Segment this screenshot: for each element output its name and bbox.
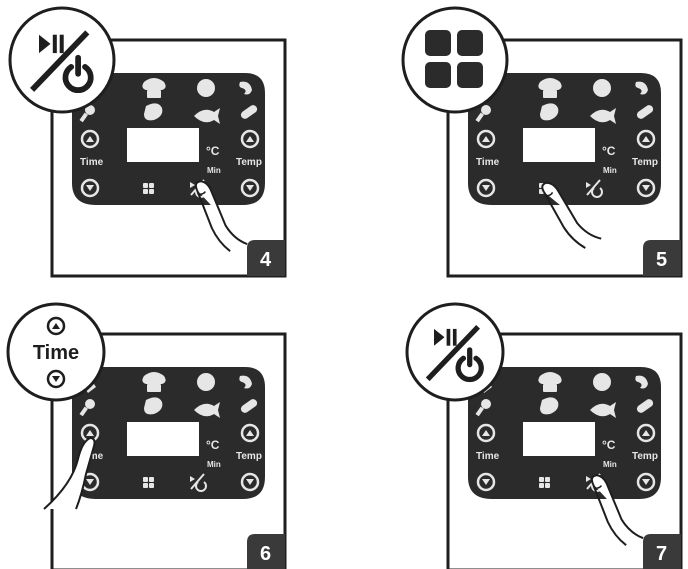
time-down-icon	[46, 369, 66, 389]
step-number: 7	[656, 543, 667, 565]
callout-circle	[405, 302, 505, 402]
min-label: Min	[603, 166, 617, 175]
step-number: 5	[656, 249, 667, 271]
finger-pressing-time-up	[43, 436, 96, 510]
control-panel	[68, 365, 267, 501]
celsius-label: °C	[602, 144, 616, 158]
control-panel	[464, 365, 663, 501]
celsius-label: °C	[206, 144, 220, 158]
min-label: Min	[207, 460, 221, 469]
temp-label: Temp	[236, 157, 262, 168]
min-label: Min	[603, 460, 617, 469]
step-number: 6	[260, 543, 271, 565]
temp-label: Temp	[632, 451, 658, 462]
time-label: Time	[80, 157, 104, 168]
callout-circle: Time	[6, 302, 106, 402]
celsius-label: °C	[206, 438, 220, 452]
time-label: Time	[476, 157, 500, 168]
callout-circle	[8, 6, 116, 114]
celsius-label: °C	[602, 438, 616, 452]
temp-label: Temp	[236, 451, 262, 462]
callout-circle	[401, 6, 509, 114]
temp-label: Temp	[632, 157, 658, 168]
min-label: Min	[207, 166, 221, 175]
time-label: Time	[476, 451, 500, 462]
menu-icon	[425, 30, 483, 88]
callout-time-label: Time	[33, 342, 79, 364]
time-up-icon	[46, 316, 66, 336]
step-number: 4	[260, 249, 272, 271]
